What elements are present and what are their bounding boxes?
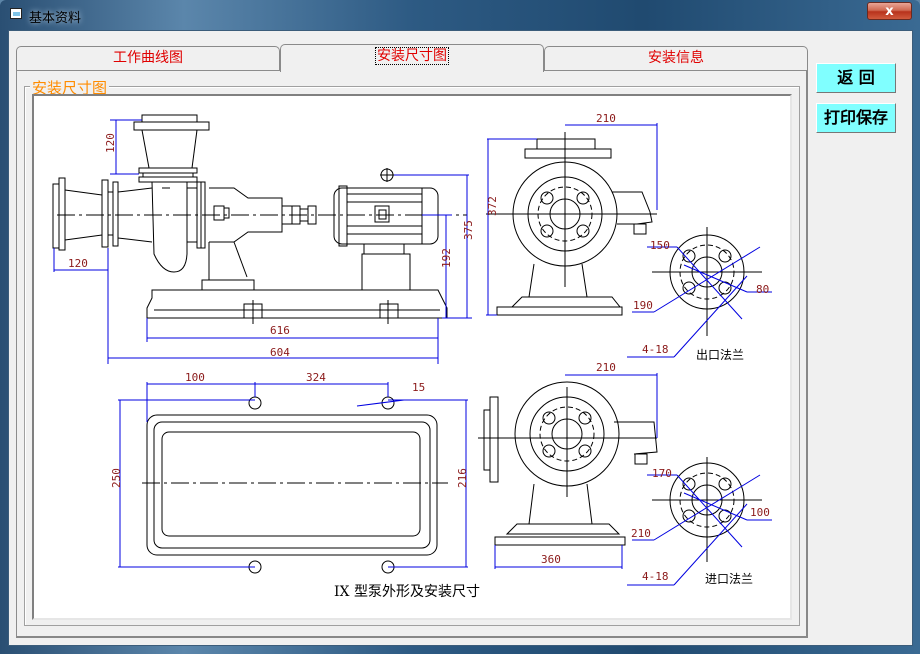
outlet-flange-title: 出口法兰 xyxy=(696,348,744,362)
dim-label: 192 xyxy=(440,248,453,268)
dim-label: 150 xyxy=(650,239,670,252)
dim-label: 190 xyxy=(633,299,653,312)
installation-drawing: 120 120 616 604 192 375 372 210 150 190 … xyxy=(52,112,772,600)
close-button[interactable]: x xyxy=(867,2,912,20)
front-view-top xyxy=(486,132,657,316)
dim-label: 4-18 xyxy=(642,343,669,356)
dim-label: 120 xyxy=(104,133,117,153)
tab-label: 工作曲线图 xyxy=(113,50,183,66)
plan-view xyxy=(142,396,448,574)
dimension-labels: 120 120 616 604 192 375 372 210 150 190 … xyxy=(68,112,770,583)
tab-work-curve[interactable]: 工作曲线图 xyxy=(16,46,280,70)
dimension-lines xyxy=(53,119,772,586)
app-icon xyxy=(10,8,22,19)
dim-label: 100 xyxy=(185,371,205,384)
print-save-button[interactable]: 打印保存 xyxy=(816,103,896,133)
dim-label: 216 xyxy=(456,468,469,488)
inlet-flange-drawing xyxy=(652,457,762,562)
back-button[interactable]: 返 回 xyxy=(816,63,896,93)
window-title: 基本资料 xyxy=(29,11,82,26)
dim-label: 100 xyxy=(750,506,770,519)
front-view-bottom xyxy=(478,381,658,546)
dim-label: 375 xyxy=(462,220,475,240)
dim-label: 616 xyxy=(270,324,290,337)
groupbox-label: 安装尺寸图 xyxy=(30,77,110,98)
dim-label: 324 xyxy=(306,371,326,384)
drawing-canvas: 120 120 616 604 192 375 372 210 150 190 … xyxy=(32,94,792,620)
drawing-groupbox xyxy=(24,86,800,626)
dim-label: 170 xyxy=(652,467,672,480)
tab-install-dimensions[interactable]: 安装尺寸图 xyxy=(280,44,544,72)
dim-label: 210 xyxy=(596,112,616,125)
dim-label: 210 xyxy=(596,361,616,374)
inlet-flange-title: 进口法兰 xyxy=(705,572,753,586)
dim-label: 372 xyxy=(486,196,499,216)
tab-label: 安装尺寸图 xyxy=(375,47,449,65)
dim-label: 360 xyxy=(541,553,561,566)
tab-label: 安装信息 xyxy=(648,50,704,66)
dim-label: 15 xyxy=(412,381,425,394)
title-bar: 基本资料 x xyxy=(0,0,920,30)
dim-label: 210 xyxy=(631,527,651,540)
dim-label: 120 xyxy=(68,257,88,270)
side-view-pump xyxy=(52,114,467,324)
drawing-caption: IX 型泵外形及安装尺寸 xyxy=(334,584,480,600)
dim-label: 4-18 xyxy=(642,570,669,583)
dim-label: 604 xyxy=(270,346,290,359)
dim-label: 250 xyxy=(110,468,123,488)
dim-label: 80 xyxy=(756,283,769,296)
tab-install-info[interactable]: 安装信息 xyxy=(544,46,808,70)
outlet-flange-drawing xyxy=(652,227,762,336)
